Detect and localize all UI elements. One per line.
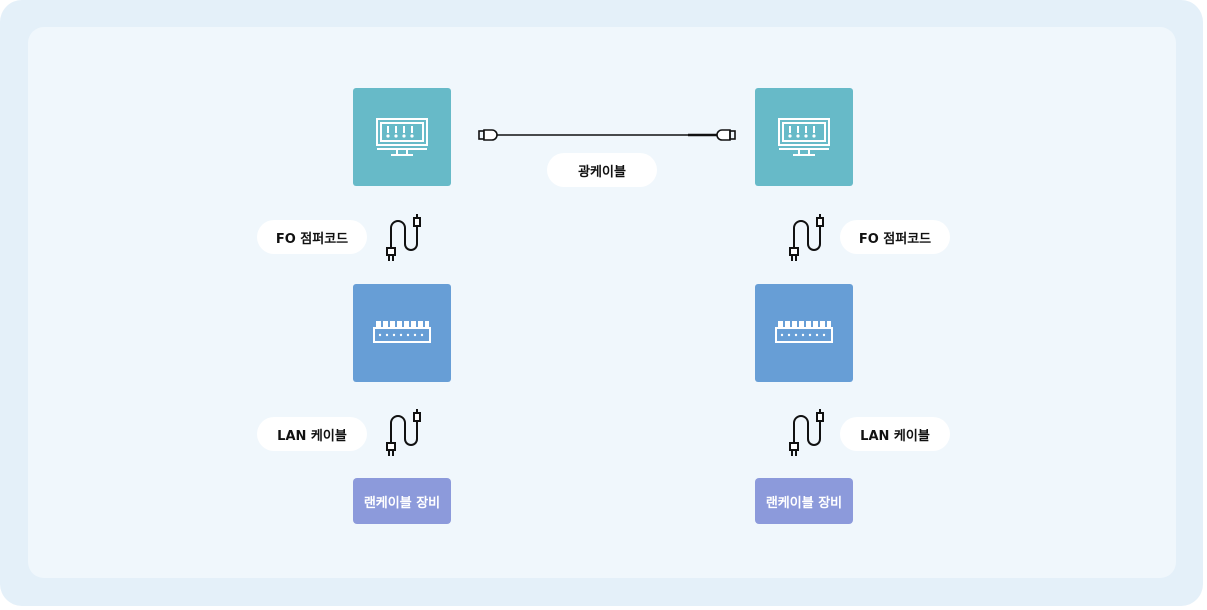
fo-patch-cord-label-left: FO 점퍼코드	[257, 220, 367, 254]
switch-left	[353, 284, 451, 382]
optical-cable-icon	[478, 129, 736, 141]
patch-cord-icon	[386, 214, 421, 261]
lan-device-text: 랜케이블 장비	[363, 495, 441, 511]
switch-right	[755, 284, 853, 382]
lan-device-left: 랜케이블 장비	[353, 478, 451, 524]
patch-panel-right	[755, 88, 853, 186]
optical-cable-text: 광케이블	[578, 164, 626, 180]
patch-panel-icon	[778, 118, 830, 156]
lan-cable-text: LAN 케이블	[860, 428, 930, 444]
patch-cord-icon	[386, 409, 421, 456]
lan-device-text: 랜케이블 장비	[765, 495, 843, 511]
fo-patch-cord-text: FO 점퍼코드	[275, 231, 349, 247]
patch-panel-left	[353, 88, 451, 186]
lan-cable-label-left: LAN 케이블	[257, 417, 367, 451]
switch-icon	[775, 321, 833, 343]
switch-icon	[373, 321, 431, 343]
lan-cable-label-right: LAN 케이블	[840, 417, 950, 451]
patch-panel-icon	[376, 118, 428, 156]
fo-patch-cord-label-right: FO 점퍼코드	[840, 220, 950, 254]
diagram-canvas	[28, 27, 1176, 578]
lan-device-right: 랜케이블 장비	[755, 478, 853, 524]
fo-patch-cord-text: FO 점퍼코드	[858, 231, 932, 247]
optical-cable-label: 광케이블	[547, 153, 657, 187]
patch-cord-icon	[789, 409, 824, 456]
patch-cord-icon	[789, 214, 824, 261]
lan-cable-text: LAN 케이블	[277, 428, 347, 444]
